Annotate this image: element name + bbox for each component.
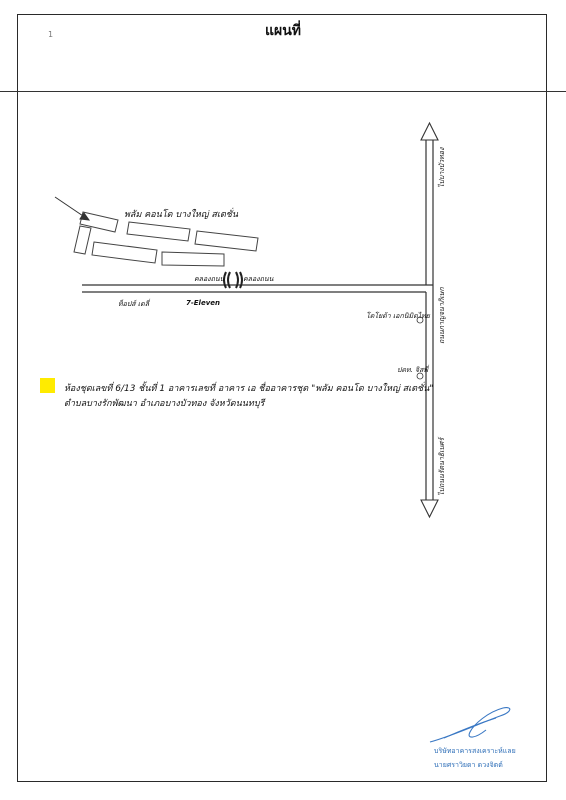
project-name-label: พลัม คอนโด บางใหญ่ สเตชั่น [124,210,239,220]
building-c [126,221,191,242]
legend-swatch [40,378,55,393]
toyota-location-icon [416,316,424,324]
road-to-rattanathibet-label: ไปถนนรัตนาธิเบศร์ [438,437,446,496]
corner-mark: 1 [48,30,54,39]
building-a [79,211,119,233]
main-road [82,284,433,293]
stamp-line-2: นายศราวิยดา ดวงจิตต์ [434,761,503,769]
building-d [194,230,259,252]
kanchanaphisek-road-label: ถนนกาญจนาภิเษก [438,287,446,344]
toyota-label: โตโยต้า เอกนิมิตไทย [366,312,430,320]
signature-icon [429,707,511,743]
condo-buildings [73,211,259,267]
building-e [91,241,158,264]
road-arrow-bottom-icon [420,499,439,519]
legend-line-1: ห้องชุดเลขที่ 6/13 ชั้นที่ 1 อาคารเลขที่… [64,384,434,394]
stamp-line-1: บริษัทอาคารสงเคราะห์แลย [434,747,516,755]
road-arrow-top-icon [420,121,439,141]
page-title: แผนที่ [264,23,302,39]
pointer-arrow-icon [54,196,91,221]
ptt-label: ปตท. จิสพี่ [397,366,429,374]
tops-daily-label: ท็อปส์ เดลี่ [118,300,149,308]
map-sheet-border [17,14,547,782]
canal-right-label: คลองถนน [243,275,274,283]
legend-text: ห้องชุดเลขที่ 6/13 ชั้นที่ 1 อาคารเลขที่… [64,382,433,412]
canal-bridge-icon [223,271,243,289]
building-b [73,225,92,255]
ptt-location-icon [416,372,424,380]
header-divider [0,91,566,92]
legend-line-2: ตำบลบางรักพัฒนา อำเภอบางบัวทอง จังหวัดนน… [64,399,265,409]
canal-left-label: คลองถนน [194,275,225,283]
building-f [161,251,225,267]
road-to-bangbuathong-label: ไปบางบัวทอง [438,147,446,188]
company-stamp: บริษัทอาคารสงเคราะห์แลย นายศราวิยดา ดวงจ… [434,744,516,772]
kanchanaphisek-road [425,140,434,500]
seven-eleven-label: 7-Eleven [186,299,220,307]
